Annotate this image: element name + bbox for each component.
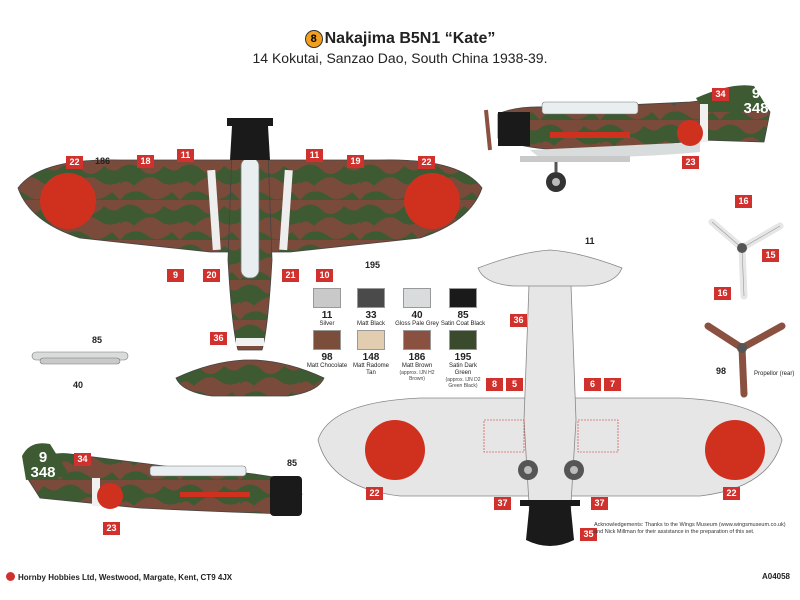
callout-21: 21: [282, 269, 299, 282]
paint-number-186: 186: [95, 156, 111, 166]
swatch-color: [357, 288, 385, 308]
callout-19: 19: [347, 155, 364, 168]
callout-23: 23: [103, 522, 120, 535]
side-view-aircraft-left: [22, 443, 303, 516]
callout-11: 11: [306, 149, 323, 162]
paint-number-85: 85: [92, 335, 103, 345]
callout-23: 23: [682, 156, 699, 169]
acknowledgement-text: Acknowledgements: Thanks to the Wings Mu…: [594, 522, 786, 535]
callout-8: 8: [486, 378, 503, 391]
top-view-aircraft: [17, 118, 483, 397]
callout-18: 18: [137, 155, 154, 168]
paint-number-11: 11: [585, 236, 595, 246]
paint-swatch: 186 Matt Brown (approx. IJN H2 Brown): [394, 330, 440, 382]
callout-22: 22: [66, 156, 83, 169]
swatch-color: [357, 330, 385, 350]
underside-view-aircraft: [317, 249, 783, 546]
callout-9: 9: [167, 269, 184, 282]
paint-swatch: 98 Matt Chocolate: [304, 330, 350, 370]
paint-number-98: 98: [716, 366, 727, 376]
paint-number-85: 85: [287, 458, 298, 468]
callout-22: 22: [723, 487, 740, 500]
propeller-front: [708, 218, 784, 300]
footer-product-code: A04058: [761, 572, 790, 581]
callout-20: 20: [203, 269, 220, 282]
callout-37: 37: [494, 497, 511, 510]
callout-5: 5: [506, 378, 523, 391]
callout-10: 10: [316, 269, 333, 282]
footer-company: Hornby Hobbies Ltd, Westwood, Margate, K…: [6, 572, 232, 582]
paint-swatch: 85 Satin Coat Black: [440, 288, 486, 328]
swatch-color: [449, 288, 477, 308]
scheme-badge: 8: [304, 30, 323, 48]
title-text: Nakajima B5N1 “Kate”: [324, 30, 496, 47]
propeller-rear: [704, 322, 786, 398]
callout-11: 11: [177, 149, 194, 162]
callout-7: 7: [604, 378, 621, 391]
page-subtitle: 14 Kokutai, Sanzao Dao, South China 1938…: [252, 50, 548, 66]
paint-swatch: 33 Matt Black: [348, 288, 394, 328]
paint-swatch: 11 Silver: [304, 288, 350, 328]
callout-22: 22: [418, 156, 435, 169]
callout-37: 37: [591, 497, 608, 510]
paint-number-40: 40: [73, 380, 84, 390]
callout-16: 16: [735, 195, 752, 208]
callout-34: 34: [74, 453, 91, 466]
swatch-color: [403, 330, 431, 350]
callout-6: 6: [584, 378, 601, 391]
propeller-rear-label: Propellor (rear): [754, 371, 795, 377]
swatch-color: [403, 288, 431, 308]
paint-swatch: 148 Matt Radome Tan: [348, 330, 394, 377]
callout-22: 22: [366, 487, 383, 500]
paint-swatch: 195 Satin Dark Green (approx. IJN D2 Gre…: [440, 330, 486, 389]
callout-34: 34: [712, 88, 729, 101]
paint-number-195: 195: [365, 260, 381, 270]
callout-36: 36: [210, 332, 227, 345]
callout-36: 36: [510, 314, 527, 327]
hornby-logo-icon: [6, 572, 15, 581]
callout-35: 35: [580, 528, 597, 541]
bomb-rack-detail: [31, 351, 129, 365]
side-view-aircraft-right: [484, 85, 771, 192]
swatch-color: [313, 330, 341, 350]
swatch-color: [313, 288, 341, 308]
callout-15: 15: [762, 249, 779, 262]
callout-16: 16: [714, 287, 731, 300]
paint-swatch: 40 Gloss Pale Grey: [394, 288, 440, 328]
swatch-color: [449, 330, 477, 350]
